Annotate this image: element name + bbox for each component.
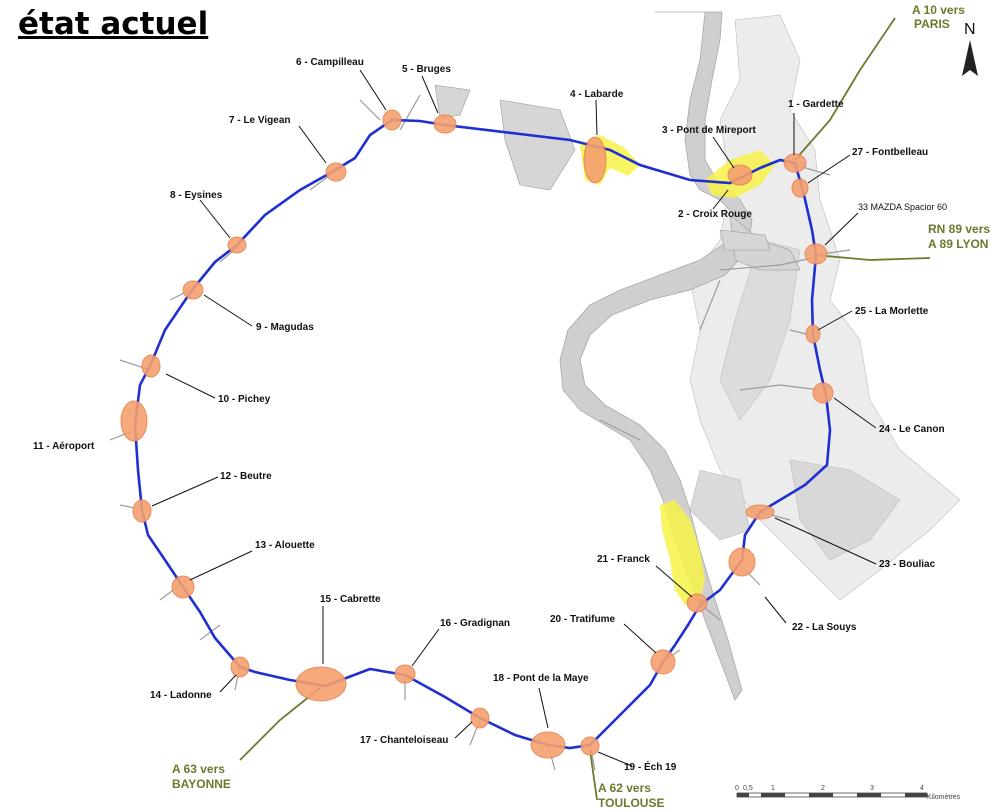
junction-label-5: 5 - Bruges (402, 64, 451, 75)
junction-marker-20 (650, 649, 676, 675)
scale-tick-0: 0 (735, 785, 739, 792)
junction-label-23: 23 - Bouliac (879, 559, 936, 570)
outlink-lyon-line2: A 89 LYON (928, 237, 988, 251)
junction-label-27: 27 - Fontbelleau (852, 147, 928, 158)
junction-label-22: 22 - La Souys (792, 622, 857, 633)
scale-tick-2: 1 (771, 785, 775, 792)
junction-marker-27 (791, 178, 809, 198)
north-arrow: N (962, 21, 978, 76)
junction-marker-7 (325, 162, 347, 182)
junction-label-20: 20 - Tratifume (550, 614, 615, 625)
outlink-bayonne-line2: BAYONNE (172, 777, 231, 791)
junction-label-2: 2 - Croix Rouge (678, 209, 752, 220)
junction-marker-14 (230, 656, 250, 678)
junction-marker-17 (470, 707, 490, 729)
junction-label-4: 4 - Labarde (570, 89, 624, 100)
junction-markers (120, 109, 834, 759)
scale-tick-1: 0,5 (743, 785, 753, 792)
outlink-toulouse-line1: A 62 vers (598, 781, 651, 795)
junction-marker-1 (783, 153, 807, 173)
junction-label-19: 19 - Éch 19 (624, 760, 677, 773)
outlink-toulouse-line2: TOULOUSE (598, 796, 664, 810)
junction-label-7: 7 - Le Vigean (229, 115, 291, 126)
junction-label-26: 33 MAZDA Spacior 60 (858, 202, 947, 212)
outlink-paris-line1: A 10 vers (912, 3, 965, 17)
junction-label-24: 24 - Le Canon (879, 424, 945, 435)
junction-marker-11 (120, 400, 148, 442)
junction-marker-21 (686, 593, 708, 613)
junction-marker-24 (812, 382, 834, 404)
north-arrow-icon (962, 40, 978, 76)
junction-label-17: 17 - Chanteloiseau (360, 735, 448, 746)
scale-unit: Kilomètres (927, 794, 961, 801)
outlink-paris-line2: PARIS (914, 17, 950, 31)
junction-marker-12 (132, 499, 152, 523)
junction-label-1: 1 - Gardette (788, 99, 844, 110)
junction-marker-23 (745, 504, 775, 520)
junction-marker-19 (580, 736, 600, 756)
junction-marker-18 (530, 731, 566, 759)
north-label: N (964, 21, 976, 38)
secondary-roads (109, 94, 851, 771)
junction-labels: 1 - Gardette 27 - Fontbelleau 33 MAZDA S… (33, 57, 947, 773)
junction-marker-15 (295, 666, 347, 702)
junction-label-13: 13 - Alouette (255, 540, 315, 551)
outbound-motorways (239, 17, 931, 801)
junction-label-12: 12 - Beutre (220, 471, 272, 482)
scale-tick-3: 2 (821, 785, 825, 792)
junction-label-9: 9 - Magudas (256, 322, 314, 333)
junction-marker-13 (171, 575, 195, 599)
junction-marker-3 (727, 164, 753, 186)
junction-marker-8 (227, 236, 247, 254)
junction-marker-6 (382, 109, 402, 131)
scale-tick-4: 3 (870, 785, 874, 792)
junction-marker-10 (141, 354, 161, 378)
outlink-bayonne-line1: A 63 vers (172, 762, 225, 776)
scale-bar: 0 0,5 1 2 3 4 Kilomètres (735, 785, 961, 801)
junction-marker-4 (583, 136, 607, 184)
junction-label-25: 25 - La Morlette (855, 306, 929, 317)
junction-label-8: 8 - Eysines (170, 190, 223, 201)
docks (434, 84, 771, 251)
outlink-lyon-line1: RN 89 vers (928, 222, 990, 236)
junction-marker-22 (728, 547, 756, 577)
junction-marker-5 (433, 114, 457, 134)
junction-label-18: 18 - Pont de la Maye (493, 673, 589, 684)
junction-label-21: 21 - Franck (597, 554, 650, 565)
junction-label-15: 15 - Cabrette (320, 594, 381, 605)
junction-marker-16 (394, 664, 416, 684)
leader-lines (151, 69, 877, 767)
junction-label-11: 11 - Aéroport (33, 441, 95, 452)
junction-marker-9 (182, 280, 204, 300)
map-title: état actuel (18, 6, 209, 42)
outlink-labels: A 10 vers PARIS RN 89 vers A 89 LYON A 6… (172, 3, 990, 810)
scale-tick-5: 4 (920, 785, 924, 792)
junction-label-14: 14 - Ladonne (150, 690, 212, 701)
junction-label-16: 16 - Gradignan (440, 618, 510, 629)
junction-label-3: 3 - Pont de Mireport (662, 125, 757, 136)
junction-marker-26 (804, 243, 828, 265)
junction-label-10: 10 - Pichey (218, 394, 271, 405)
junction-label-6: 6 - Campilleau (296, 57, 364, 68)
junction-marker-25 (805, 324, 821, 344)
